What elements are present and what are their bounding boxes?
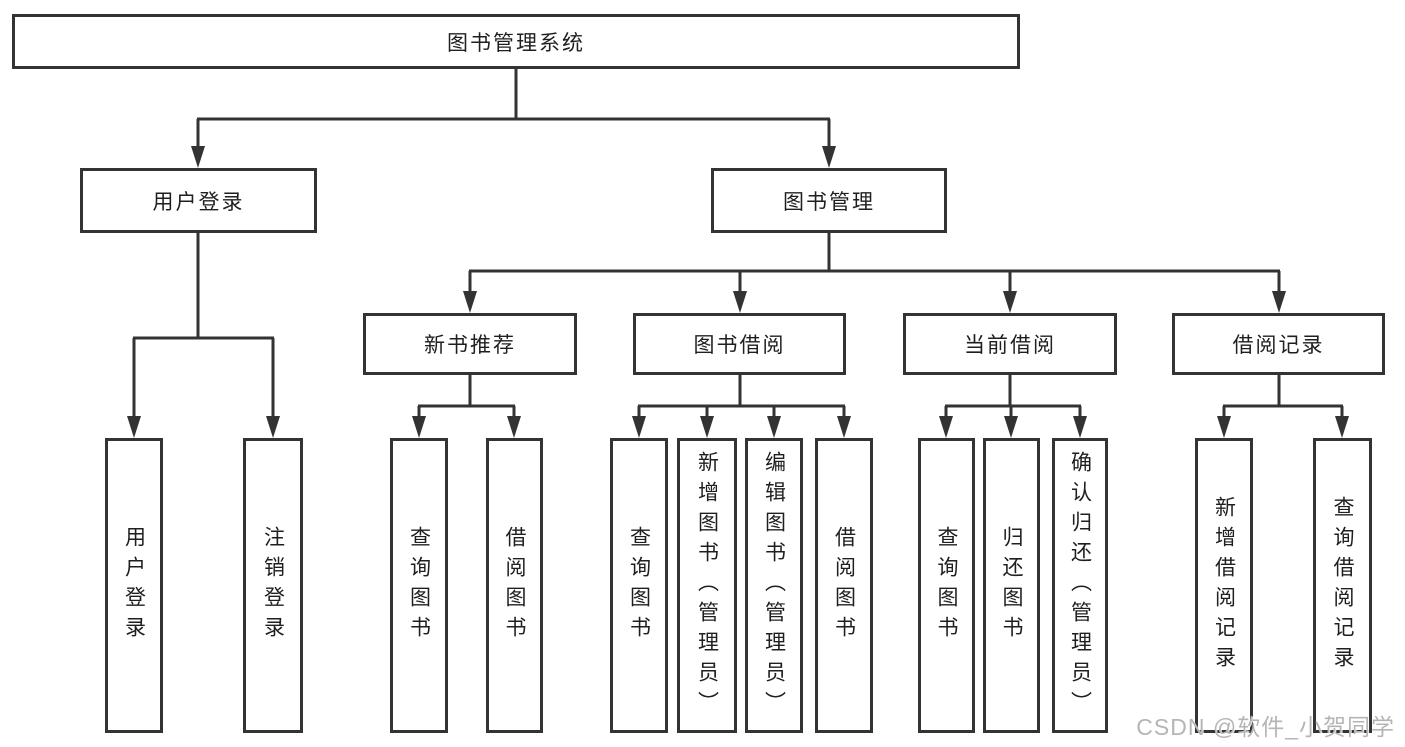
leaf-user-login-label: 用户登录 <box>122 525 146 646</box>
node-new-book-recommend: 新书推荐 <box>363 313 577 375</box>
node-root-label: 图书管理系统 <box>447 31 585 55</box>
leaf-add-books-admin: 新增图书（管理员） <box>677 438 737 733</box>
node-current-borrow: 当前借阅 <box>903 313 1117 375</box>
node-book-borrow-label: 图书借阅 <box>693 334 786 357</box>
leaf-query-books-2-label: 查询图书 <box>627 525 651 646</box>
node-book-borrow: 图书借阅 <box>633 313 846 375</box>
node-book-management-label: 图书管理 <box>783 190 875 214</box>
watermark-text: CSDN @软件_小贺同学 <box>1136 714 1395 740</box>
leaf-borrow-books-1: 借阅图书 <box>486 438 543 733</box>
node-user-login-label: 用户登录 <box>152 190 245 214</box>
leaf-query-books-3: 查询图书 <box>918 438 975 733</box>
leaf-confirm-return-admin-label: 确认归还（管理员） <box>1068 450 1092 721</box>
leaf-query-books-1-label: 查询图书 <box>407 525 431 646</box>
node-user-login: 用户登录 <box>80 168 317 233</box>
node-current-borrow-label: 当前借阅 <box>964 334 1056 357</box>
leaf-add-borrow-record-label: 新增借阅记录 <box>1212 495 1236 676</box>
leaf-logout: 注销登录 <box>243 438 303 733</box>
leaf-user-login: 用户登录 <box>105 438 163 733</box>
leaf-return-books-label: 归还图书 <box>1000 525 1023 646</box>
leaf-borrow-books-2: 借阅图书 <box>815 438 873 733</box>
leaf-add-books-admin-label: 新增图书（管理员） <box>695 450 719 721</box>
leaf-borrow-books-1-label: 借阅图书 <box>503 525 526 646</box>
node-book-management: 图书管理 <box>711 168 947 233</box>
leaf-edit-books-admin-label: 编辑图书（管理员） <box>762 450 786 721</box>
leaf-edit-books-admin: 编辑图书（管理员） <box>745 438 803 733</box>
leaf-confirm-return-admin: 确认归还（管理员） <box>1052 438 1108 733</box>
node-new-book-recommend-label: 新书推荐 <box>424 334 516 357</box>
node-borrow-records: 借阅记录 <box>1172 313 1385 375</box>
leaf-query-books-2: 查询图书 <box>610 438 668 733</box>
leaf-add-borrow-record: 新增借阅记录 <box>1195 438 1253 733</box>
leaf-logout-label: 注销登录 <box>261 525 285 646</box>
node-borrow-records-label: 借阅记录 <box>1232 334 1325 357</box>
leaf-query-books-1: 查询图书 <box>390 438 448 733</box>
node-root: 图书管理系统 <box>12 14 1020 69</box>
leaf-return-books: 归还图书 <box>983 438 1040 733</box>
leaf-query-borrow-record-label: 查询借阅记录 <box>1331 495 1354 676</box>
arrowheads <box>127 146 1349 438</box>
leaf-query-books-3-label: 查询图书 <box>935 525 958 646</box>
leaf-borrow-books-2-label: 借阅图书 <box>832 525 856 646</box>
leaf-query-borrow-record: 查询借阅记录 <box>1313 438 1372 733</box>
